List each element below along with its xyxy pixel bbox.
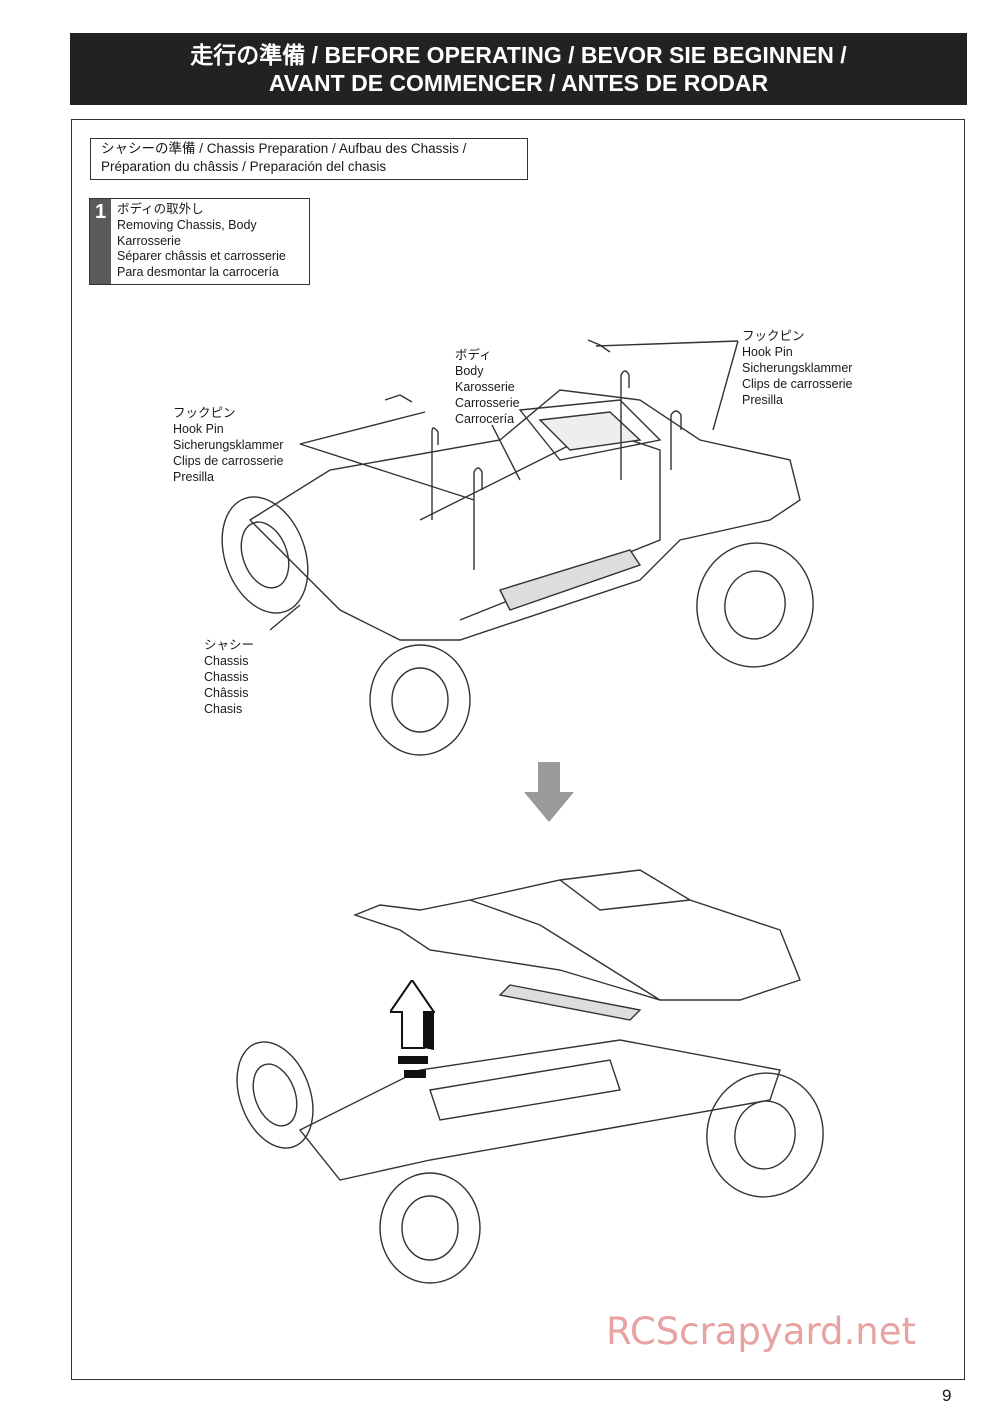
label-line: Clips de carrosserie [173,454,284,468]
chassis-label: シャシー Chassis Chassis Châssis Chasis [204,637,254,717]
label-line: Karosserie [455,380,515,394]
down-arrow-icon [524,762,574,822]
watermark-text: RCScrapyard.net [606,1310,917,1353]
body-label: ボディ Body Karosserie Carrosserie Carrocer… [455,347,520,427]
header-line-2: AVANT DE COMMENCER / ANTES DE RODAR [268,70,769,96]
label-line: Carrocería [455,412,515,426]
label-line: フックピン [742,329,805,343]
step-line: Karrosserie [117,233,181,248]
header-line-1: 走行の準備 / BEFORE OPERATING / BEVOR SIE BEG… [190,42,847,68]
lift-up-arrow-icon [390,980,435,1078]
step-line: Para desmontar la carrocería [117,265,279,280]
step-line: ボディの取外し [117,202,204,216]
step-line: Removing Chassis, Body [117,217,257,232]
label-line: Body [455,364,484,378]
section-title-box: シャシーの準備 / Chassis Preparation / Aufbau d… [90,138,528,180]
section-title-line-2: Préparation du châssis / Preparación del… [101,159,387,174]
label-line: Carrosserie [455,396,520,410]
section-title-line-1: シャシーの準備 / Chassis Preparation / Aufbau d… [101,141,467,156]
page-number: 9 [942,1386,952,1405]
label-line: Chassis [204,654,249,668]
label-line: Chassis [204,670,249,684]
label-line: フックピン [173,406,236,420]
label-line: Hook Pin [173,422,224,436]
step-text: ボディの取外し Removing Chassis, Body Karrosser… [111,199,286,284]
assembled-buggy-illustration [221,339,814,756]
page-header: 走行の準備 / BEFORE OPERATING / BEVOR SIE BEG… [70,33,967,105]
label-line: シャシー [204,638,255,652]
hook-pin-label-right: フックピン Hook Pin Sicherungsklammer Clips d… [742,328,852,408]
step-box: 1 ボディの取外し Removing Chassis, Body Karross… [89,198,310,285]
step-line: Séparer châssis et carrosserie [117,249,286,264]
label-line: Sicherungsklammer [742,361,853,375]
body-removed-illustration [236,869,824,1284]
label-line: Chasis [204,702,243,716]
label-line: Presilla [173,470,214,484]
label-line: Presilla [742,393,783,407]
hook-pin-label-left: フックピン Hook Pin Sicherungsklammer Clips d… [173,405,283,485]
label-line: ボディ [455,348,492,362]
label-line: Hook Pin [742,345,793,359]
label-line: Clips de carrosserie [742,377,853,391]
label-line: Sicherungsklammer [173,438,284,452]
content-frame [71,119,965,1380]
step-number: 1 [90,199,111,284]
label-line: Châssis [204,686,249,700]
